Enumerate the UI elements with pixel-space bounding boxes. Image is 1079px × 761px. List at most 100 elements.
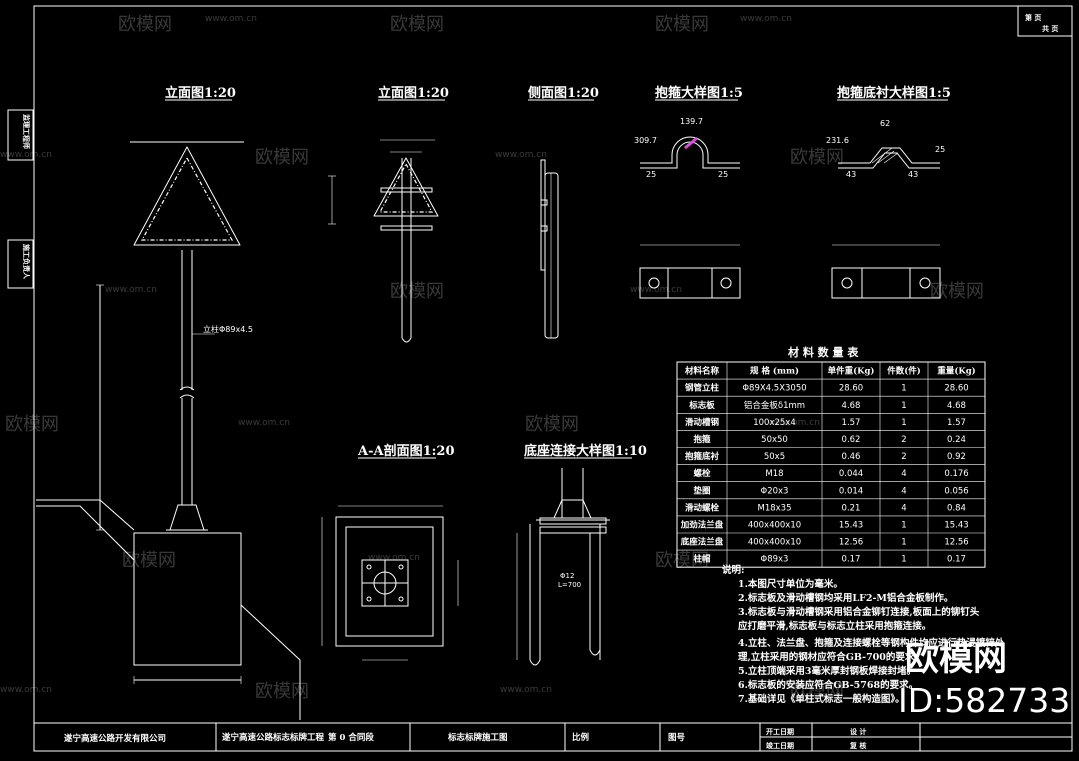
watermark-brand-large: 欧模网 [905,639,1007,679]
table-cell: 1 [901,521,906,531]
table-cell: 滑动螺栓 [685,502,720,513]
table-cell: Φ20x3 [761,486,789,496]
note-1: 1.本图尺寸单位为毫米。 [738,578,843,590]
table-cell: 50x5 [764,452,785,462]
title-front-view-2: 立面图1:20 [378,85,449,101]
table-cell: Φ89X4.5X3050 [742,384,806,394]
watermark-logo: 欧模网 [655,550,709,571]
watermark-logo: 欧模网 [118,14,172,35]
table-cell: 1 [901,401,906,411]
sheet-no: 第 页 [1025,13,1041,22]
table-cell: 抱箍底衬 [685,451,720,462]
contract-section: 第 0 合同段 [328,732,374,743]
watermark-logo: 欧模网 [5,414,59,435]
table-cell: 0.17 [842,555,861,565]
table-cell: 1 [901,555,906,565]
note-4: 4.立柱、法兰盘、抱箍及连接螺栓等钢构件均应进行热浸镀锌处 [738,637,1005,649]
drawing-name: 标志标牌施工图 [447,732,508,743]
table-cell: 15.43 [839,521,863,531]
material-table: 材 料 数 量 表 材料名称规 格 (mm)单件重(Kg)件数(件)重量(Kg)… [676,345,986,568]
table-cell: 0.056 [944,486,968,496]
drawing-no-label: 图号 [668,733,686,743]
table-cell: 铝合金板δ1mm [744,400,805,411]
note-3b: 应打磨平滑,标志板与标志立柱采用抱箍连接。 [738,620,931,632]
material-table-title: 材 料 数 量 表 [788,345,859,359]
table-cell: 加劲法兰盘 [680,520,724,531]
clamp-dim-25a: 25 [646,170,656,179]
project-name: 遂宁高速公路标志标牌工程 [222,732,325,743]
review-label: 复 核 [849,741,866,750]
table-cell: 2 [901,452,906,462]
outer-frame [33,5,1073,752]
table-cell: 0.24 [947,435,966,445]
table-cell: 1 [901,418,906,428]
watermark-logo: 欧模网 [255,147,309,168]
company-name: 遂宁高速公路开发有限公司 [64,733,166,744]
clamp-detail: 139.7 309.7 25 25 [634,117,741,299]
table-cell: 0.176 [944,469,968,479]
table-cell: 底座法兰盘 [681,537,724,548]
sheet-total: 共 页 [1042,24,1058,33]
table-cell: 0.46 [842,452,861,462]
title-section-aa: A-A剖面图1:20 [357,443,455,459]
table-cell: 4 [901,469,906,479]
title-base-connection: 底座连接大样图1:10 [524,443,647,459]
clamp-liner-detail: 62 231.6 25 43 43 [826,119,945,299]
table-cell: 4.68 [947,401,966,411]
side-view [540,159,559,339]
clamp-r-dim: 139.7 [680,117,703,126]
side-label-1: 监理工程师 [22,114,31,149]
watermark-site: www.om.cn [0,685,52,695]
clamp-dim-25b: 25 [718,170,728,179]
watermark-id: ID:582733 [898,681,1070,720]
note-3: 3.标志板与滑动槽钢采用铝合金铆钉连接,板面上的铆钉头 [738,606,980,618]
start-date-label: 开工日期 [766,727,794,736]
watermark-site: www.om.cn [768,418,820,428]
watermark-logo: 欧模网 [655,14,709,35]
table-cell: 28.60 [944,384,968,394]
notes-heading: 说明: [722,564,745,576]
table-cell: 柱帽 [693,554,711,565]
liner-dim-43a: 43 [846,170,856,179]
table-cell: 12.56 [839,538,863,548]
watermark-logo: 欧模网 [525,414,579,435]
table-cell: 1 [901,538,906,548]
rebar-label: Φ12 [560,572,574,580]
side-label-2: 施工负责人 [22,244,31,280]
table-cell: 0.044 [839,469,863,479]
watermark-site: www.om.cn [495,150,547,160]
watermark-site: www.om.cn [105,285,157,295]
table-cell: 400x400x10 [748,538,801,548]
watermark-site: www.om.cn [500,685,552,695]
scale-label: 比例 [572,732,590,743]
section-aa [321,505,459,661]
note-4b: 理,立柱采用的钢材应符合GB-700的要求。 [738,651,924,663]
table-header-cell: 材料名称 [684,366,720,377]
table-cell: 1.57 [842,418,861,428]
title-clamp-liner-detail: 抱箍底衬大样图1:5 [837,85,951,101]
liner-62-dim: 62 [880,119,890,128]
table-cell: M18 [765,469,783,479]
front-view-1: 立柱Φ89x4.5 [36,141,301,720]
note-6: 6.标志板的安装应符合GB-5768的要求。 [738,679,918,691]
watermark-logo: 欧模网 [390,281,444,302]
table-cell: 28.60 [839,384,863,394]
watermark-site: www.om.cn [205,14,257,24]
table-cell: 50x50 [761,435,788,445]
table-cell: 12.56 [944,538,968,548]
table-cell: 螺栓 [693,468,711,479]
watermarks: 欧模网 欧模网 欧模网 欧模网 欧模网 欧模网 欧模网 欧模网 欧模网 欧模网 … [0,14,984,702]
title-front-view-1: 立面图1:20 [165,85,236,101]
table-cell: 0.62 [842,435,861,445]
base-connection-detail: Φ12 L=700 [516,468,610,666]
table-cell: 2 [901,435,906,445]
table-cell: 垫圈 [693,485,710,496]
liner-25-dim: 25 [935,145,945,154]
watermark-logo: 欧模网 [122,550,176,571]
side-label-box-1 [7,109,34,161]
table-cell: 0.17 [947,555,966,565]
watermark-site: www.om.cn [0,150,52,160]
id-watermark: 欧模网 ID:582733 [898,639,1070,720]
